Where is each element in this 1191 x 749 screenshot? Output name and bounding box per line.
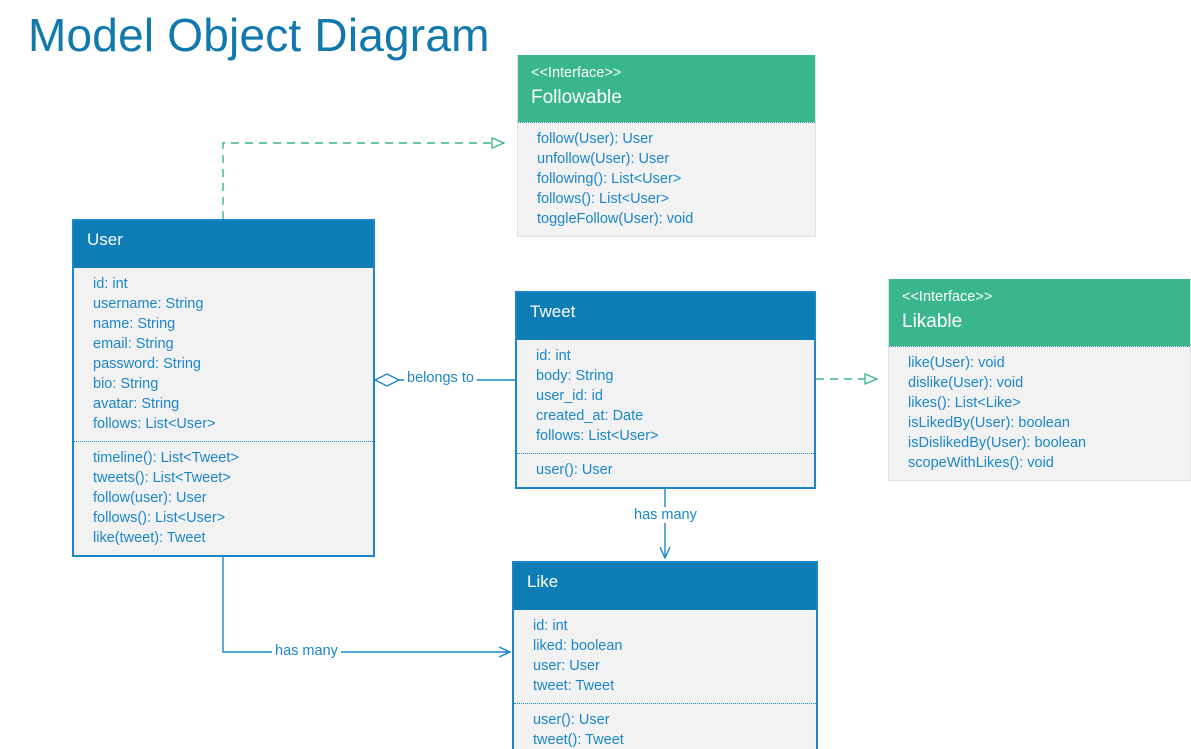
tweet-header: Tweet	[517, 293, 814, 340]
likable-name: Likable	[902, 311, 963, 333]
member: scopeWithLikes(): void	[908, 455, 1054, 471]
node-followable[interactable]: <<Interface>> Followable follow(User): U…	[517, 55, 816, 237]
member: username: String	[93, 296, 204, 312]
member: timeline(): List<Tweet>	[93, 450, 239, 466]
likable-methods: like(User): void dislike(User): void lik…	[889, 346, 1190, 480]
member: id: int	[93, 276, 128, 292]
edge-label-belongs-to: belongs to	[404, 370, 477, 386]
member: like(tweet): Tweet	[93, 530, 206, 546]
node-likable[interactable]: <<Interface>> Likable like(User): void d…	[888, 279, 1191, 481]
member: name: String	[93, 316, 176, 332]
edge-user-has-many-likes	[222, 541, 510, 652]
like-attributes: id: int liked: boolean user: User tweet:…	[514, 610, 816, 703]
member: avatar: String	[93, 396, 180, 412]
member: user(): User	[536, 462, 613, 478]
member: dislike(User): void	[908, 375, 1024, 391]
edge-label-user-has-many: has many	[272, 643, 341, 659]
followable-name: Followable	[531, 87, 622, 109]
member: follow(user): User	[93, 490, 207, 506]
member: body: String	[536, 368, 614, 384]
member: isDislikedBy(User): boolean	[908, 435, 1087, 451]
member: like(User): void	[908, 355, 1005, 371]
page-title: Model Object Diagram	[28, 9, 490, 61]
member: user(): User	[533, 712, 610, 728]
member: isLikedBy(User): boolean	[908, 415, 1070, 431]
member: tweets(): List<Tweet>	[93, 470, 231, 486]
edge-user-implements-followable	[222, 143, 504, 219]
member: password: String	[93, 356, 201, 372]
member: follows: List<User>	[93, 416, 216, 432]
likable-header: <<Interface>> Likable	[889, 279, 1190, 346]
member: likes(): List<Like>	[908, 395, 1021, 411]
followable-stereotype: <<Interface>>	[531, 65, 622, 81]
member: follows(): List<User>	[537, 191, 670, 207]
user-methods: timeline(): List<Tweet> tweets(): List<T…	[74, 441, 373, 555]
member: user_id: id	[536, 388, 603, 404]
edge-label-tweet-has-many: has many	[631, 507, 700, 523]
member: following(): List<User>	[537, 171, 682, 187]
followable-methods: follow(User): User unfollow(User): User …	[518, 122, 815, 236]
member: toggleFollow(User): void	[537, 211, 694, 227]
member: email: String	[93, 336, 174, 352]
member: user: User	[533, 658, 600, 674]
member: liked: boolean	[533, 638, 623, 654]
node-like[interactable]: Like id: int liked: boolean user: User t…	[512, 561, 818, 749]
node-user[interactable]: User id: int username: String name: Stri…	[72, 219, 375, 557]
node-tweet[interactable]: Tweet id: int body: String user_id: id c…	[515, 291, 816, 489]
member: follow(User): User	[537, 131, 654, 147]
member: tweet(): Tweet	[533, 732, 624, 748]
tweet-methods: user(): User	[517, 453, 814, 487]
user-attributes: id: int username: String name: String em…	[74, 268, 373, 441]
member: created_at: Date	[536, 408, 644, 424]
tweet-attributes: id: int body: String user_id: id created…	[517, 340, 814, 453]
followable-header: <<Interface>> Followable	[518, 55, 815, 122]
like-header: Like	[514, 563, 816, 610]
member: id: int	[533, 618, 568, 634]
member: follows(): List<User>	[93, 510, 226, 526]
user-header: User	[74, 221, 373, 268]
member: bio: String	[93, 376, 159, 392]
member: follows: List<User>	[536, 428, 659, 444]
likable-stereotype: <<Interface>>	[902, 289, 993, 305]
member: tweet: Tweet	[533, 678, 615, 694]
member: id: int	[536, 348, 571, 364]
like-methods: user(): User tweet(): Tweet	[514, 703, 816, 749]
member: unfollow(User): User	[537, 151, 670, 167]
